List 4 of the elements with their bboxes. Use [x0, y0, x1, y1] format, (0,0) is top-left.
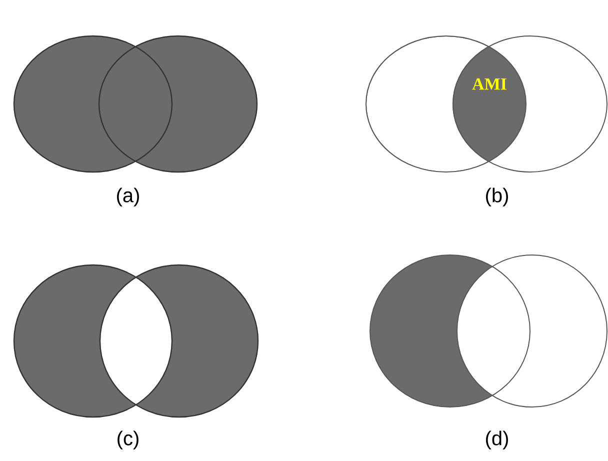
- intersection-lens: AMI: [366, 36, 526, 172]
- panel-caption: (c): [118, 430, 138, 450]
- panel-caption: (a): [117, 188, 139, 206]
- panel-caption: (d): [486, 430, 508, 450]
